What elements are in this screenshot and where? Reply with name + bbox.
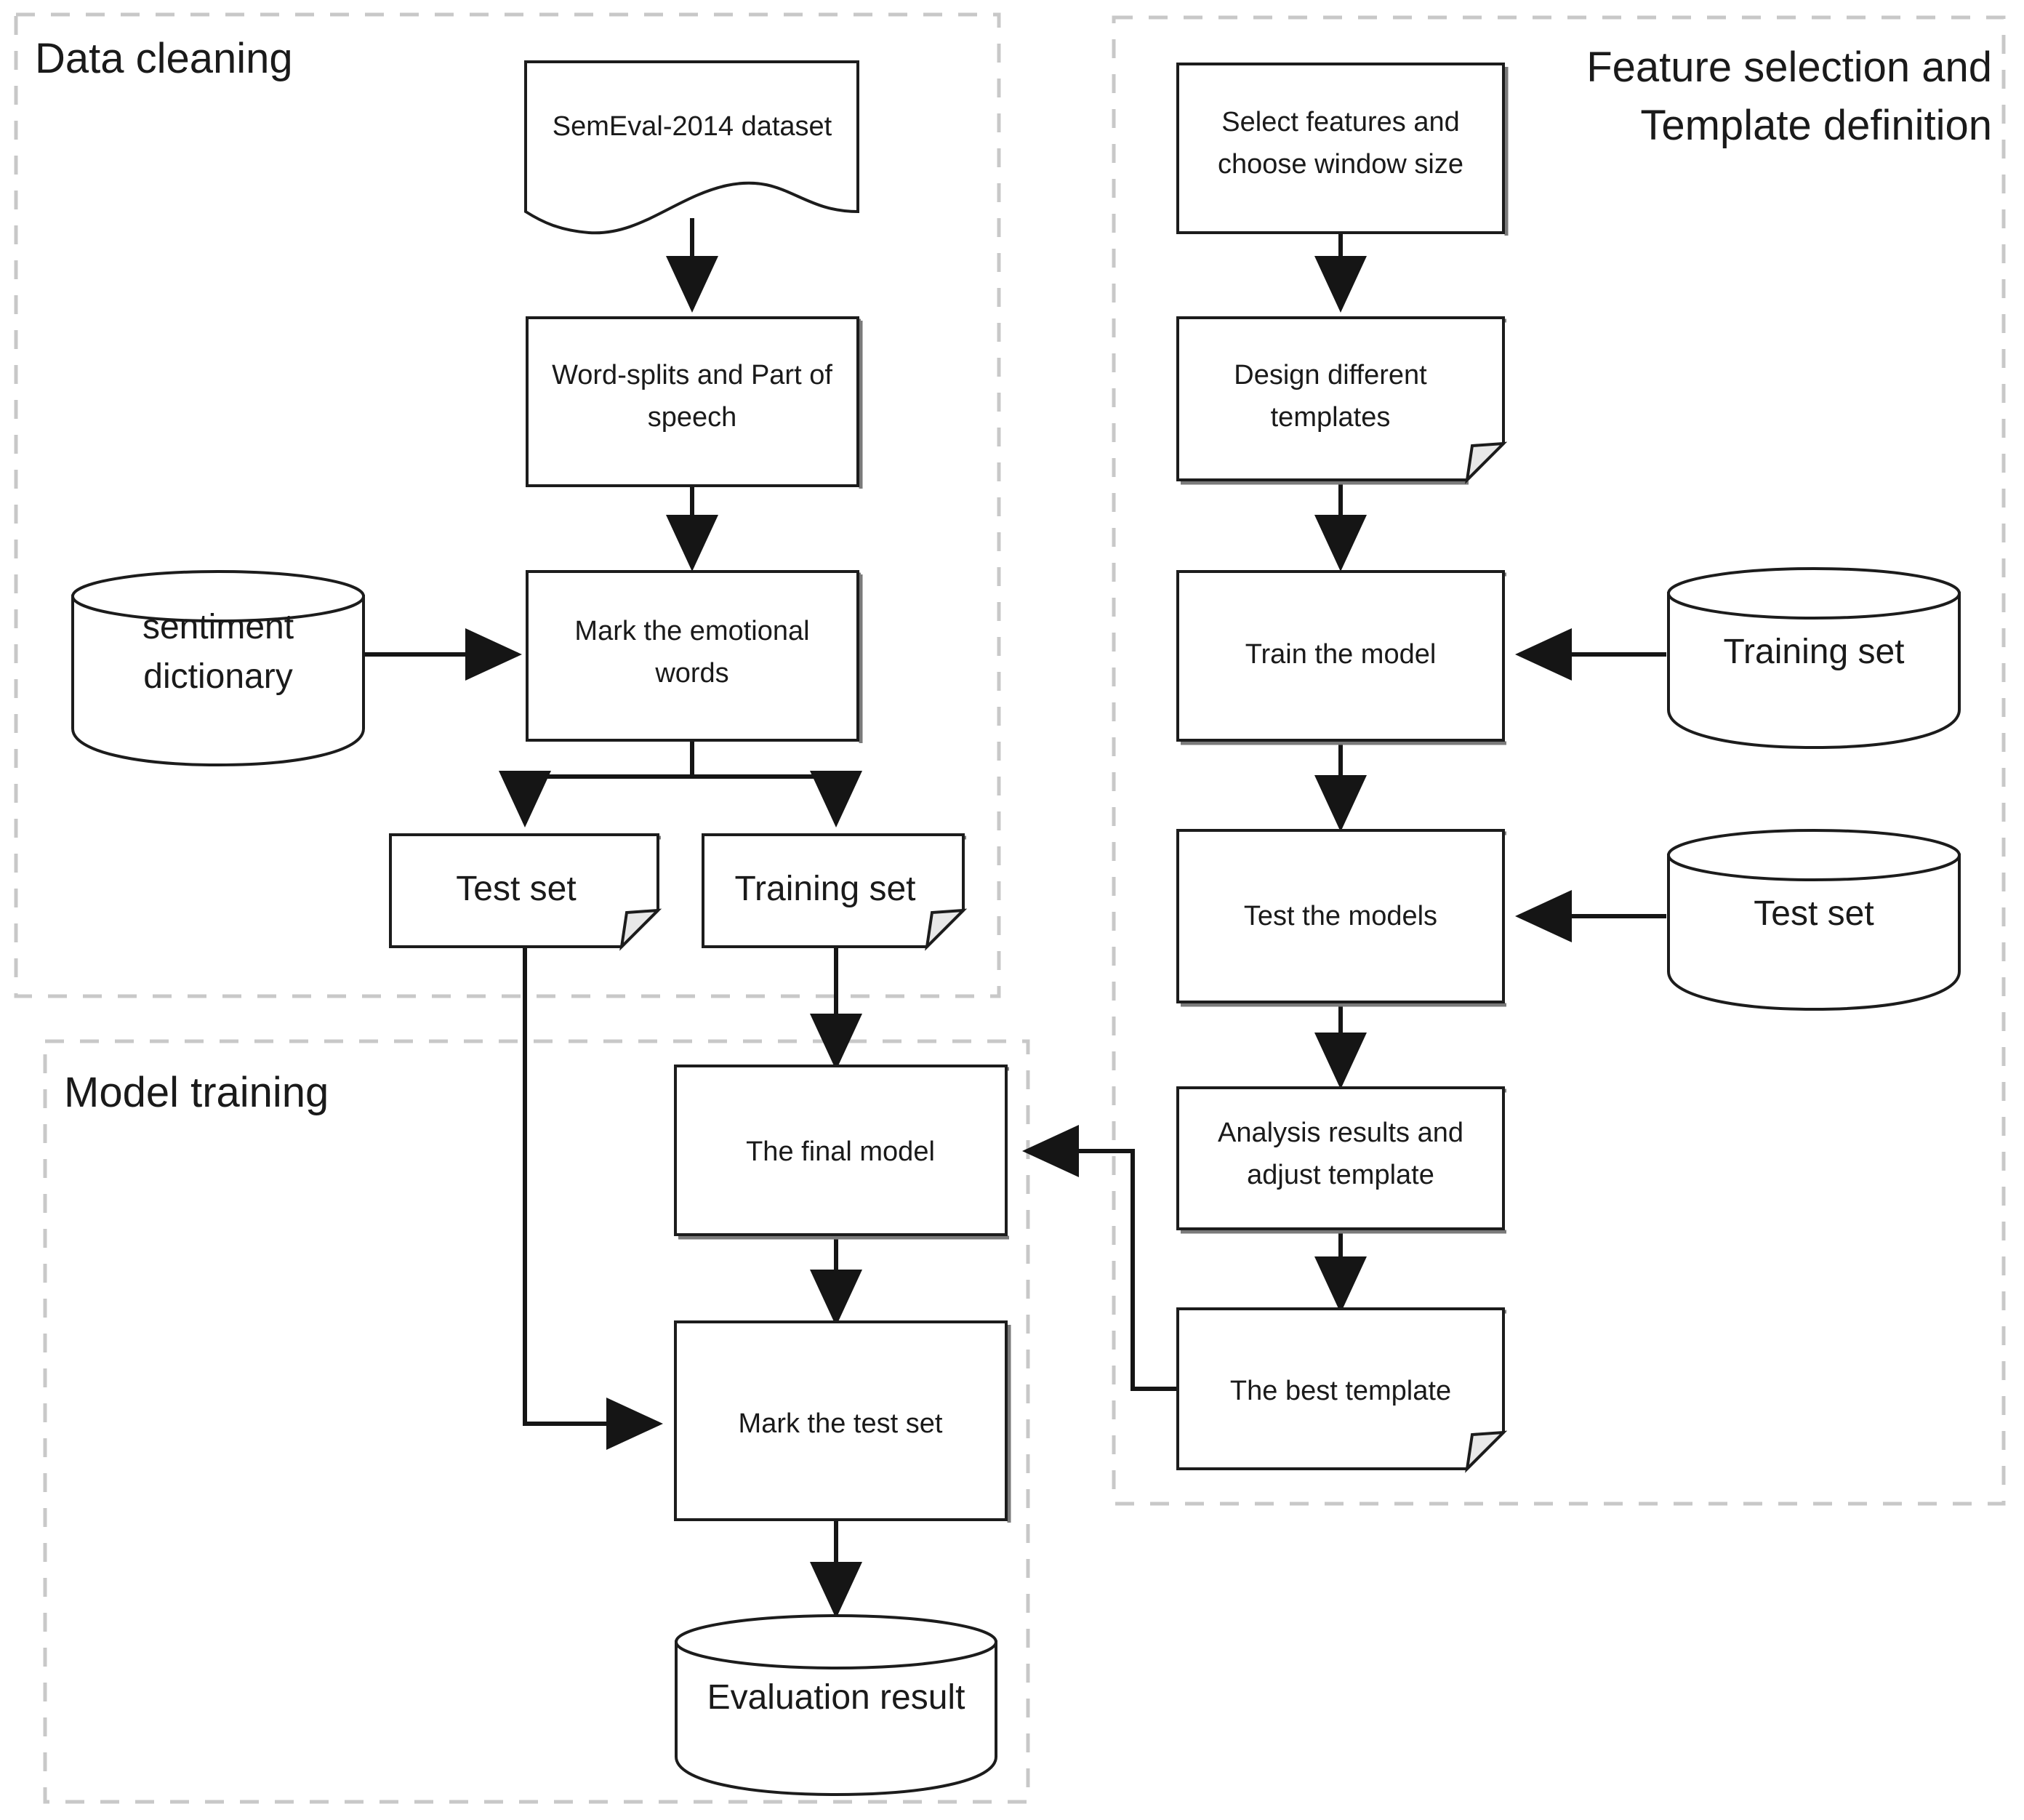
node-label-training-set-db: Training set	[1724, 633, 1905, 671]
node-label-test-set-db: Test set	[1754, 894, 1874, 933]
document-shape	[524, 60, 859, 235]
note-fold	[1465, 1430, 1508, 1473]
edge-besttemplate-to-finalmodel	[1022, 1125, 1176, 1391]
cylinder-top	[1667, 829, 1961, 881]
node-label-mark-test-set: Mark the test set	[739, 1408, 943, 1439]
connectors	[364, 218, 1666, 1619]
node-label-analysis-results-line2: adjust template	[1247, 1160, 1434, 1190]
node-label-analysis-results-line1: Analysis results and	[1218, 1118, 1463, 1148]
node-design-templates[interactable]: Design different templates	[1176, 316, 1508, 485]
note-shape	[1176, 316, 1505, 481]
node-label-mark-emotional-line2: words	[654, 658, 728, 689]
node-mark-emotional-words[interactable]: Mark the emotional words	[526, 570, 863, 743]
process-shape	[674, 1320, 1008, 1521]
node-label-sentiment-dictionary-line1: sentiment	[142, 608, 294, 646]
node-best-template[interactable]: The best template	[1176, 1307, 1508, 1473]
process-shape	[1176, 63, 1505, 234]
node-label-training-set-left: Training set	[735, 870, 916, 908]
node-label-select-features-line1: Select features and	[1221, 107, 1459, 137]
process-shape	[1176, 1086, 1505, 1230]
group-label-feature-selection-line1: Feature selection and	[1586, 44, 1992, 91]
group-label-model-training: Model training	[64, 1069, 329, 1116]
node-label-semeval-dataset: SemEval-2014 dataset	[553, 111, 832, 142]
node-label-mark-emotional-line1: Mark the emotional	[574, 616, 809, 646]
group-label-feature-selection-line2: Template definition	[1640, 102, 1992, 149]
node-select-features[interactable]: Select features and choose window size	[1176, 63, 1509, 236]
node-analysis-results[interactable]: Analysis results and adjust template	[1176, 1086, 1506, 1234]
cylinder-top	[1667, 567, 1961, 620]
node-test-set-db[interactable]: Test set	[1667, 829, 1961, 1011]
node-evaluation-result[interactable]: Evaluation result	[675, 1614, 997, 1797]
edge-mark-split-bus	[525, 740, 836, 779]
node-label-final-model: The final model	[746, 1137, 935, 1167]
group-border-model-training	[43, 1039, 1030, 1804]
node-train-the-model[interactable]: Train the model	[1176, 570, 1506, 745]
node-final-model[interactable]: The final model	[674, 1065, 1009, 1240]
process-shape	[526, 316, 859, 487]
cylinder-top	[675, 1614, 997, 1669]
node-label-word-splits-line1: Word-splits and Part of	[552, 360, 832, 390]
process-shape	[674, 1065, 1008, 1236]
group-data-cleaning: Data cleaning	[14, 12, 1001, 998]
node-label-sentiment-dictionary-line2: dictionary	[143, 657, 292, 696]
cylinder-body	[71, 595, 365, 767]
cylinder-top	[71, 570, 365, 622]
note-fold	[1465, 441, 1508, 484]
cylinder-body	[1667, 592, 1961, 750]
node-label-test-set-left: Test set	[456, 870, 576, 908]
cylinder-body	[1667, 854, 1961, 1011]
node-word-splits[interactable]: Word-splits and Part of speech	[526, 316, 863, 489]
node-test-set-left[interactable]: Test set	[389, 833, 662, 951]
group-border-feature-selection	[1112, 15, 2006, 1506]
note-fold	[619, 908, 662, 951]
node-label-evaluation-result: Evaluation result	[707, 1678, 965, 1717]
node-label-select-features-line2: choose window size	[1218, 149, 1463, 180]
node-training-set-db[interactable]: Training set	[1667, 567, 1961, 750]
process-shape	[526, 570, 859, 742]
node-label-design-templates-line1: Design different	[1234, 360, 1427, 390]
group-model-training: Model training	[43, 1039, 1030, 1804]
group-border-data-cleaning	[14, 12, 1001, 998]
node-label-best-template: The best template	[1230, 1376, 1451, 1406]
node-sentiment-dictionary[interactable]: sentiment dictionary	[71, 570, 365, 767]
group-label-data-cleaning: Data cleaning	[35, 35, 293, 82]
node-mark-test-set[interactable]: Mark the test set	[674, 1320, 1011, 1523]
node-training-set-left[interactable]: Training set	[702, 833, 968, 951]
note-fold	[925, 908, 968, 951]
node-test-the-models[interactable]: Test the models	[1176, 829, 1506, 1007]
group-feature-selection: Feature selection and Template definitio…	[1112, 15, 2006, 1506]
process-shape	[1176, 829, 1505, 1003]
node-label-design-templates-line2: templates	[1271, 402, 1391, 433]
node-label-test-the-models: Test the models	[1244, 901, 1437, 931]
edge-testset-to-marktestset	[523, 947, 663, 1450]
node-label-word-splits-line2: speech	[648, 402, 737, 433]
node-label-train-the-model: Train the model	[1245, 639, 1437, 670]
process-shape	[1176, 570, 1505, 742]
cylinder-body	[675, 1640, 997, 1797]
node-semeval-dataset[interactable]: SemEval-2014 dataset	[524, 60, 859, 235]
